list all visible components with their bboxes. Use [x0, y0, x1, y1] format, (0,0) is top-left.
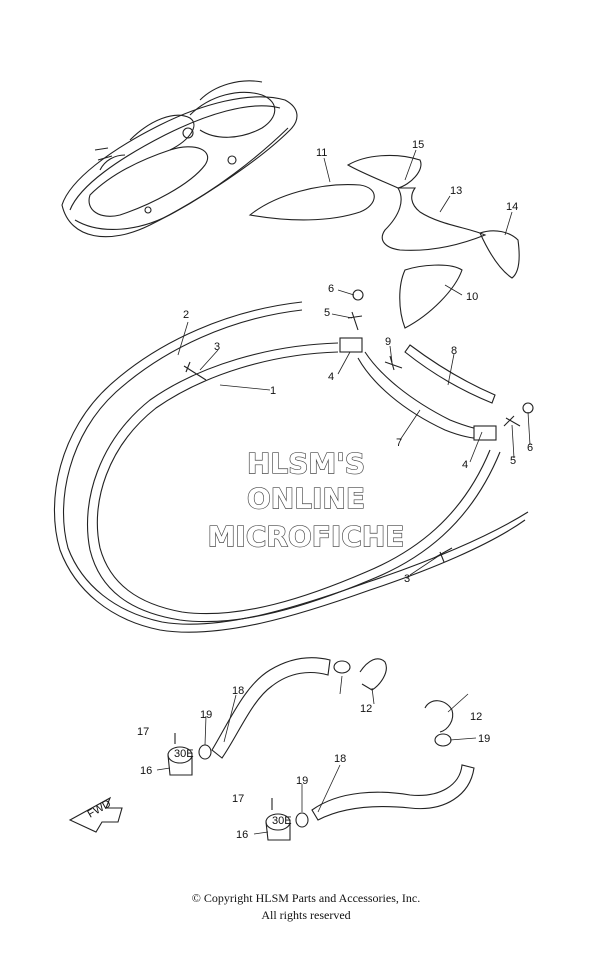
hose-assembly	[167, 657, 475, 841]
decal-14	[479, 230, 520, 279]
callout-16: 16	[140, 765, 152, 777]
callout-4: 4	[328, 371, 334, 383]
callout-6: 6	[527, 442, 533, 454]
callout-17: 17	[232, 793, 244, 805]
decal-13	[381, 187, 487, 251]
callout-12: 12	[470, 711, 482, 723]
callout-4: 4	[462, 459, 468, 471]
leader-lines	[156, 149, 531, 835]
callout-13: 13	[450, 185, 462, 197]
decal-10	[399, 264, 463, 329]
callout-7: 7	[396, 437, 402, 449]
callout-18: 18	[232, 685, 244, 697]
cap-label-a: 30E	[174, 748, 194, 760]
gunwale-rails	[53, 301, 529, 633]
copyright-notice: © Copyright HLSM Parts and Accessories, …	[191, 891, 421, 905]
callout-11: 11	[316, 147, 327, 159]
watermark-line-3: MICROFICHE	[208, 520, 405, 553]
callout-19: 19	[296, 775, 308, 787]
decal-11	[248, 184, 375, 221]
callout-1: 1	[270, 385, 276, 397]
decal-parts	[248, 154, 520, 329]
callout-16: 16	[236, 829, 248, 841]
callout-8: 8	[451, 345, 457, 357]
callout-5: 5	[510, 455, 516, 467]
callout-19: 19	[478, 733, 490, 745]
callout-9: 9	[385, 336, 391, 348]
forward-arrow-icon: FWD	[68, 796, 123, 833]
watermark-line-1: HLSM'S	[247, 447, 365, 480]
callout-5: 5	[324, 307, 330, 319]
cap-label-b: 30E	[272, 815, 292, 827]
callout-14: 14	[506, 201, 518, 213]
callout-labels: 1 2 3 3 4 4 5 5 6 6 7 8 9 10 11 12 12 13…	[137, 139, 533, 841]
callout-3: 3	[214, 341, 220, 353]
callout-2: 2	[183, 309, 189, 321]
watermark-line-2: ONLINE	[247, 482, 365, 515]
callout-18: 18	[334, 753, 346, 765]
callout-3: 3	[404, 573, 410, 585]
rights-notice: All rights reserved	[261, 908, 351, 922]
decal-15	[346, 154, 422, 189]
callout-15: 15	[412, 139, 424, 151]
callout-6: 6	[328, 283, 334, 295]
watercraft-illustration	[61, 80, 298, 238]
callout-10: 10	[466, 291, 478, 303]
watermark: HLSM'S ONLINE MICROFICHE	[207, 446, 405, 553]
callout-19: 19	[200, 709, 212, 721]
callout-12: 12	[360, 703, 372, 715]
callout-17: 17	[137, 726, 149, 738]
